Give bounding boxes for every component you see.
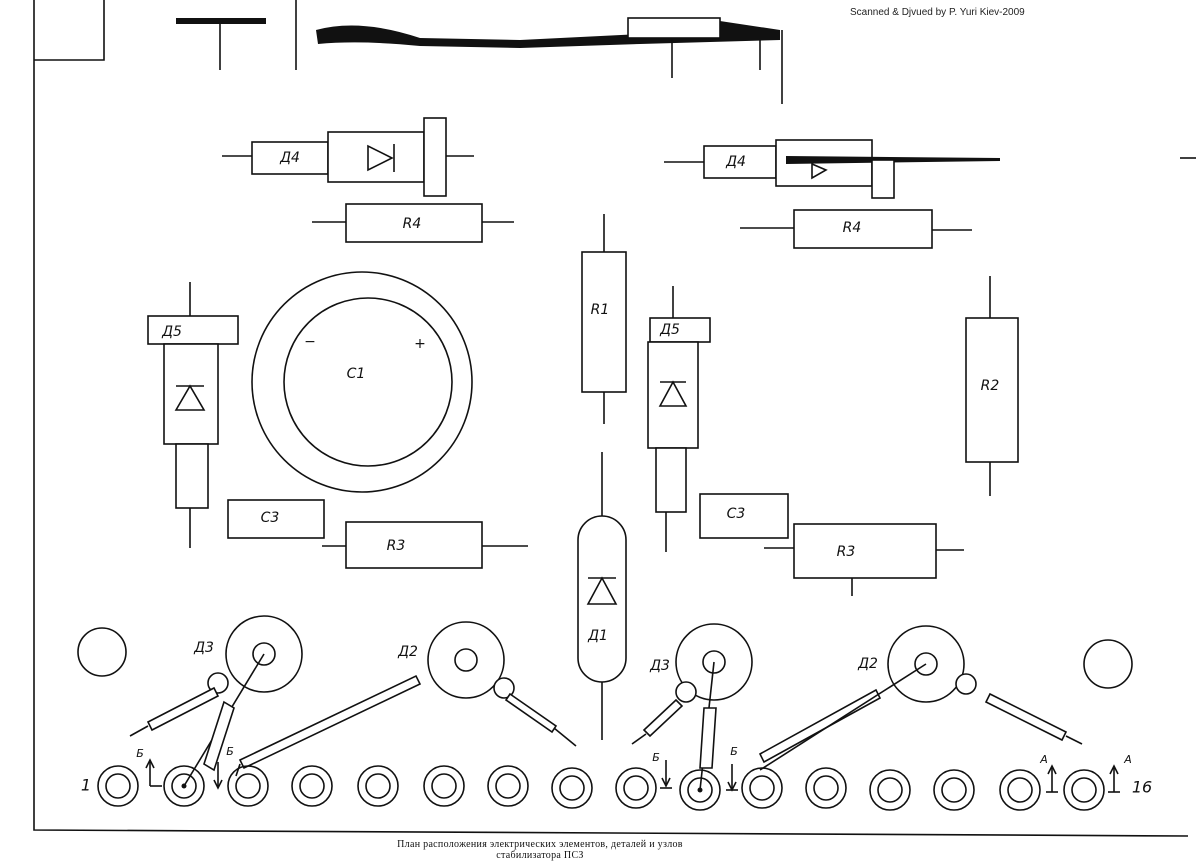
resistor-r3-right: R3 <box>764 523 964 596</box>
pin-8 <box>551 767 593 809</box>
svg-text:А: А <box>1123 753 1132 766</box>
label-r3-right: R3 <box>837 544 856 560</box>
board-frame <box>33 0 1196 837</box>
pin-1 <box>97 765 139 807</box>
pin-13 <box>869 769 911 811</box>
label-d5-right: Д5 <box>659 322 680 338</box>
label-r3-left: R3 <box>387 538 406 554</box>
mounting-holes <box>77 627 1133 689</box>
svg-text:Б: Б <box>136 747 144 760</box>
caption-line-1: План расположения электрических элементо… <box>397 839 683 850</box>
transistor-d3-left: Д3 <box>129 615 303 787</box>
mounting-hole-right <box>1083 639 1133 689</box>
diode-d5-left: Д5 <box>147 282 239 548</box>
label-c1-minus: − <box>304 334 316 350</box>
svg-text:Б: Б <box>652 751 660 764</box>
label-r2: R2 <box>981 378 1000 394</box>
label-r1: R1 <box>591 302 610 318</box>
resistor-r3-left: R3 <box>322 521 528 569</box>
transistor-d3-right: Д3 <box>631 623 753 791</box>
connector-pins: 1 16 <box>81 765 1152 811</box>
section-a-marker-2: А <box>1108 753 1132 793</box>
pin-3 <box>227 765 269 807</box>
capacitor-c3-right: C3 <box>699 493 789 539</box>
section-b-marker-1: Б <box>136 747 162 787</box>
svg-text:Б: Б <box>730 745 738 758</box>
diode-d1: Д1 <box>577 452 627 740</box>
label-c1-plus: + <box>414 336 426 352</box>
pin-10 <box>679 769 721 811</box>
svg-text:Б: Б <box>226 745 234 758</box>
capacitor-c3-left: C3 <box>227 499 325 539</box>
label-d2-right: Д2 <box>857 656 878 672</box>
diode-d4-left: Д4 <box>222 117 474 197</box>
label-pin-1: 1 <box>81 776 91 795</box>
diode-d4-right: Д4 <box>664 139 1000 199</box>
pin-2 <box>163 765 205 807</box>
caption-line-2: стабилизатора ПСЗ <box>496 850 584 861</box>
label-d4-left: Д4 <box>279 150 300 166</box>
label-r4-right: R4 <box>843 220 862 236</box>
pin-12 <box>805 767 847 809</box>
pin-7 <box>487 765 529 807</box>
resistor-r4-left: R4 <box>312 203 514 243</box>
label-r4-left: R4 <box>403 216 422 232</box>
pin-14 <box>933 769 975 811</box>
label-d3-right: Д3 <box>649 658 670 674</box>
pin-11 <box>741 767 783 809</box>
label-c1: C1 <box>347 366 366 382</box>
section-b-marker-4: Б <box>726 745 738 792</box>
label-d5-left: Д5 <box>161 324 182 340</box>
scan-credit: Scanned & Djvued by P. Yuri Kiev-2009 <box>850 7 1025 18</box>
resistor-r2: R2 <box>965 276 1019 496</box>
label-c3-right: C3 <box>727 506 746 522</box>
pin-4 <box>291 765 333 807</box>
resistor-r1: R1 <box>581 214 627 424</box>
section-b-marker-3: Б <box>652 751 672 789</box>
label-d2-left: Д2 <box>397 644 418 660</box>
label-d4-right: Д4 <box>725 154 746 170</box>
pin-16 <box>1063 769 1105 811</box>
svg-text:А: А <box>1039 753 1048 766</box>
capacitor-c1: C1 − + <box>251 271 473 493</box>
label-d3-left: Д3 <box>193 640 214 656</box>
pin-6 <box>423 765 465 807</box>
pin-15 <box>999 769 1041 811</box>
pin-5 <box>357 765 399 807</box>
section-markers: Б Б Б Б А А <box>136 745 1132 793</box>
label-c3-left: C3 <box>261 510 280 526</box>
resistor-r4-right: R4 <box>740 209 972 249</box>
section-b-marker-2: Б <box>213 745 234 790</box>
transistor-d2-left: Д2 <box>235 621 577 777</box>
label-pin-16: 16 <box>1132 778 1152 797</box>
pin-9 <box>615 767 657 809</box>
diode-d5-right: Д5 <box>647 286 711 552</box>
label-d1: Д1 <box>587 628 608 644</box>
transistor-d2-right: Д2 <box>758 625 1083 771</box>
section-a-marker-1: А <box>1039 753 1058 793</box>
figure-caption: План расположения электрических элементо… <box>300 839 780 861</box>
mounting-hole-left <box>77 627 127 677</box>
